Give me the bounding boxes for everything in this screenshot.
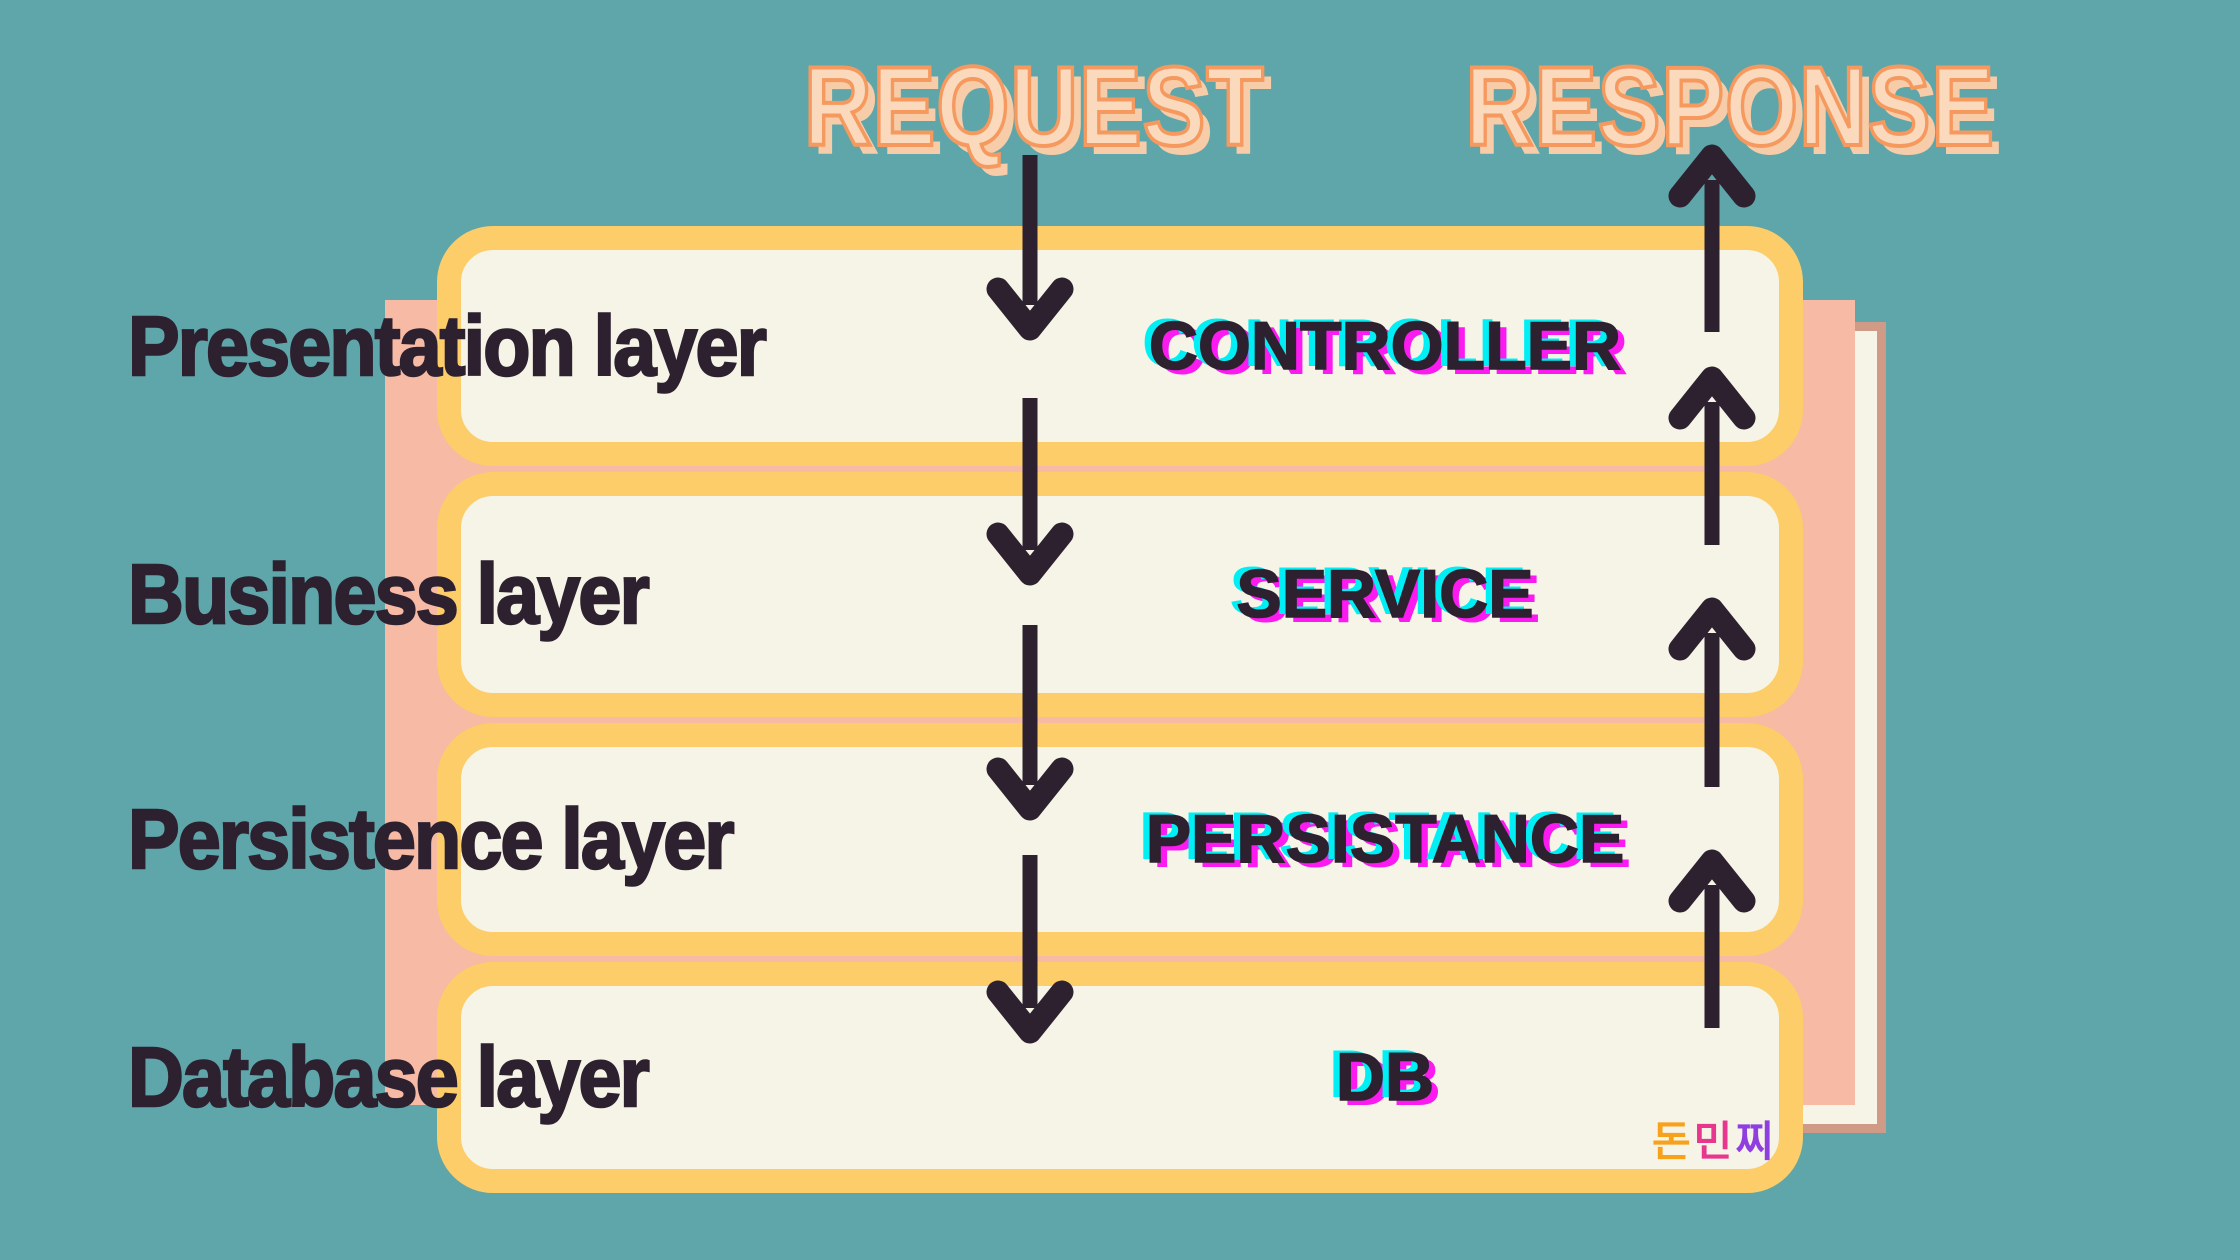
layer-label-database: Database layer [127, 1029, 651, 1126]
request-heading-text: REQUEST [802, 42, 1265, 171]
presentation-layer-card [437, 226, 1803, 466]
layer-label-persistence: Persistence layer [127, 791, 736, 888]
watermark-char: 찌 [1735, 1118, 1777, 1165]
business-layer-card [437, 472, 1803, 717]
database-layer-card [437, 962, 1803, 1193]
component-label-db: DB [1335, 1038, 1435, 1116]
component-label-controller: CONTROLLER [1148, 307, 1622, 385]
response-heading: RESPONSE [1415, 42, 2015, 172]
response-heading-text: RESPONSE [1464, 42, 1996, 171]
layer-label-presentation: Presentation layer [127, 298, 768, 395]
watermark-char: 돈 [1652, 1118, 1694, 1165]
persistence-layer-card [437, 723, 1803, 956]
component-label-service: SERVICE [1236, 555, 1535, 633]
watermark-char: 민 [1693, 1118, 1736, 1165]
component-label-persistance: PERSISTANCE [1145, 800, 1625, 878]
watermark: 돈민찌 [1652, 1108, 1777, 1169]
request-heading: REQUEST [734, 42, 1334, 172]
layer-label-business: Business layer [127, 546, 651, 643]
